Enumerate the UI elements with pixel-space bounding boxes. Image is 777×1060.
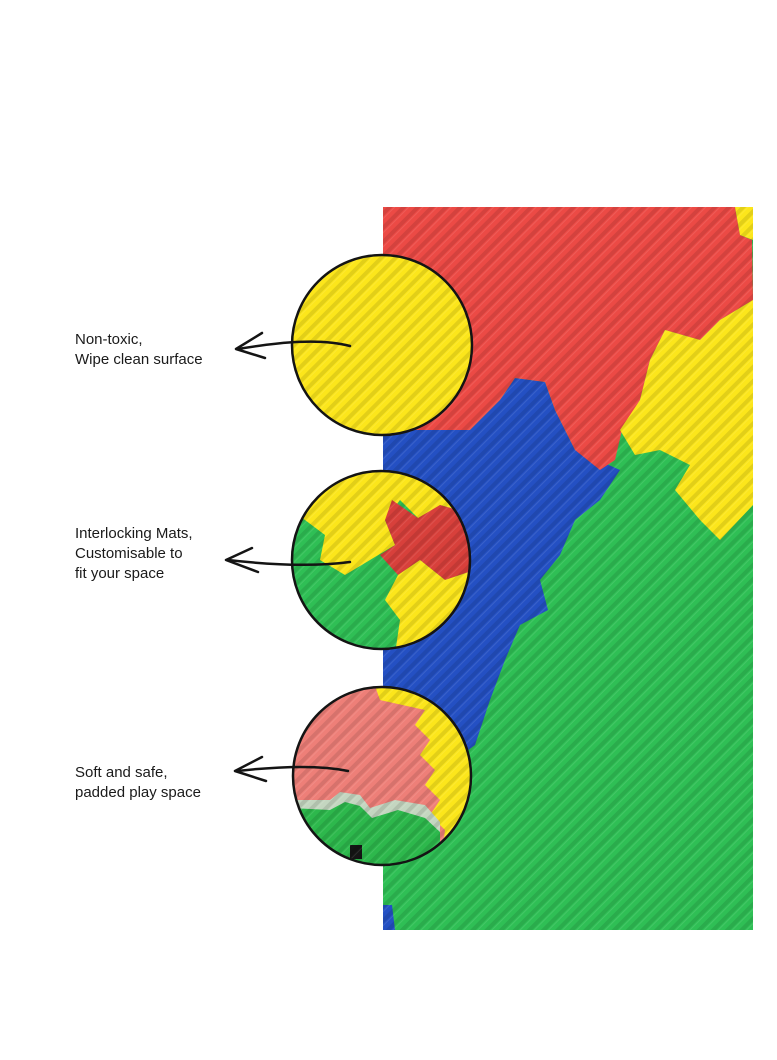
- feature-label-line: Wipe clean surface: [75, 351, 203, 368]
- feature-label-line: Interlocking Mats,: [75, 525, 193, 542]
- feature-label-line: fit your space: [75, 565, 165, 582]
- pointer-arrows: [224, 331, 352, 783]
- interlock-detail-circle: [290, 469, 472, 651]
- feature-label-soft-safe: Soft and safe, padded play space: [75, 763, 245, 803]
- arrow-icon: [233, 755, 350, 783]
- feature-label-interlocking: Interlocking Mats, Customisable to fit y…: [75, 524, 245, 584]
- feature-label-line: Non-toxic,: [75, 331, 143, 348]
- feature-label-line: Customisable to: [75, 545, 183, 562]
- feature-label-line: padded play space: [75, 784, 201, 801]
- feature-label-non-toxic: Non-toxic, Wipe clean surface: [75, 330, 245, 370]
- texture-detail-circle: [290, 253, 474, 437]
- padding-detail-circle: [291, 685, 473, 867]
- arrow-icon: [224, 546, 352, 574]
- arrow-icon: [234, 331, 352, 360]
- feature-label-line: Soft and safe,: [75, 764, 168, 781]
